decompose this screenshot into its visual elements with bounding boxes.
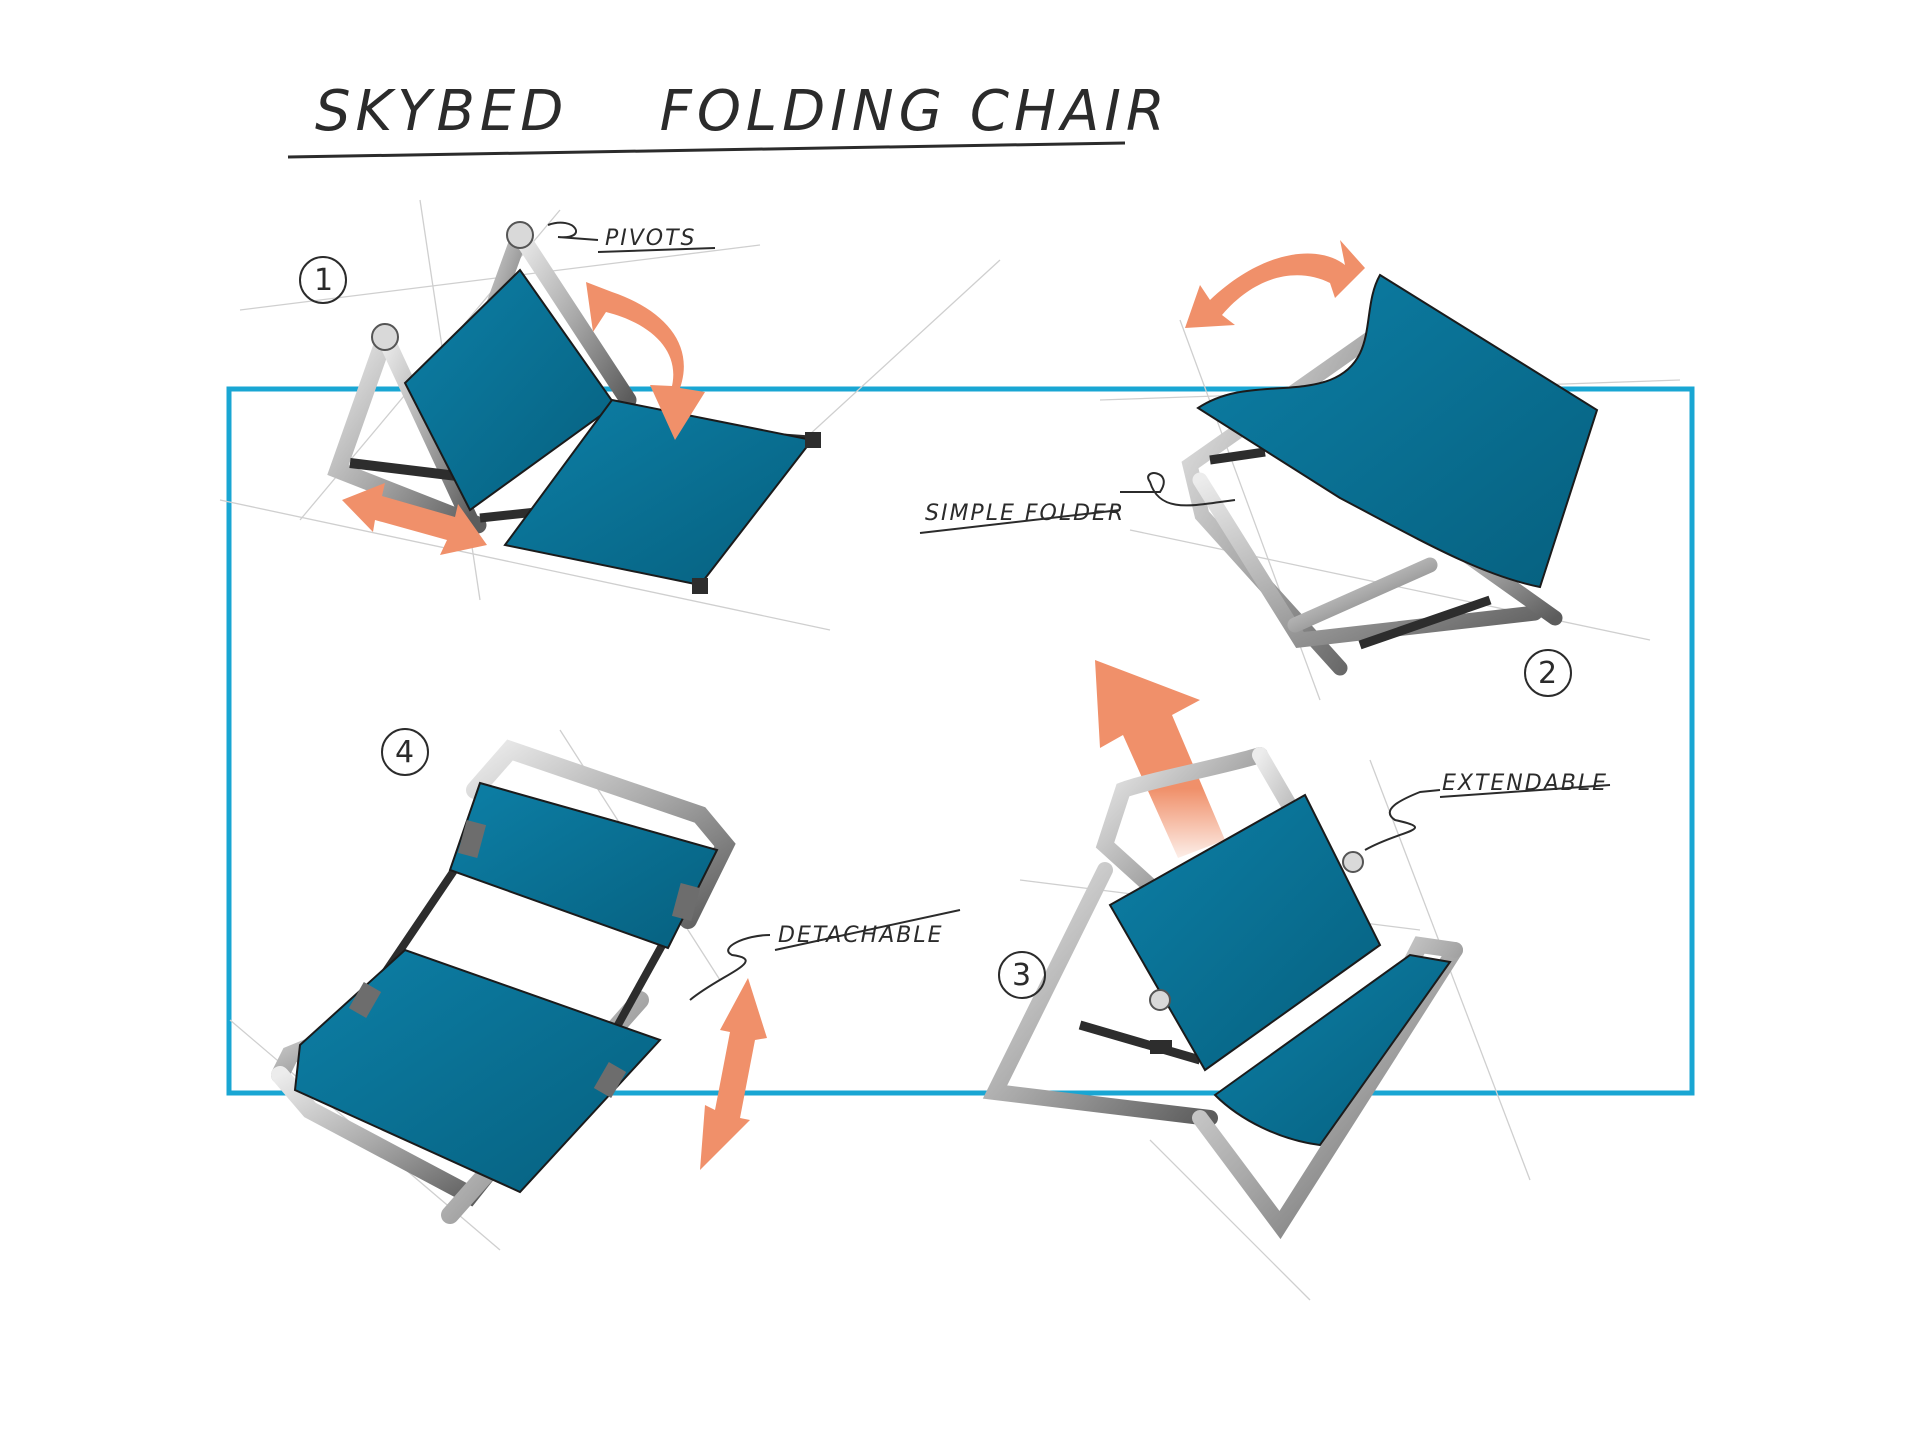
chair-1-sketch bbox=[327, 221, 821, 594]
chair-4-backrest bbox=[448, 781, 719, 950]
title-text: SKYBED FOLDING CHAIR bbox=[315, 79, 1170, 144]
chair-2-seat bbox=[1196, 273, 1599, 589]
slide-arrow-1 bbox=[342, 483, 487, 555]
step-2-label: 2 bbox=[1538, 656, 1559, 691]
vertical-arrow bbox=[700, 978, 767, 1170]
pivots-label: PIVOTS bbox=[605, 226, 697, 251]
step-4-circle bbox=[381, 728, 429, 776]
extend-arrow bbox=[1095, 660, 1225, 858]
step-1-circle bbox=[299, 256, 347, 304]
step-3-label: 3 bbox=[1012, 958, 1033, 993]
title-underline bbox=[287, 141, 1126, 159]
pivot-knob-lower bbox=[371, 323, 399, 351]
rotate-arrow-1 bbox=[586, 282, 705, 440]
chair-2-sketch bbox=[1181, 273, 1599, 676]
step-2-circle bbox=[1524, 649, 1572, 697]
chair-3-backrest bbox=[1108, 793, 1382, 1072]
highlight-box bbox=[226, 386, 1695, 1096]
extendable-label: EXTENDABLE bbox=[1442, 771, 1608, 796]
step-1-label: 1 bbox=[314, 263, 335, 298]
detachable-leader bbox=[689, 934, 771, 1001]
chair-4-seat bbox=[293, 948, 662, 1194]
rotate-arrow-2 bbox=[1185, 240, 1365, 328]
chair-3-sketch bbox=[982, 747, 1463, 1240]
chair-4-sketch bbox=[271, 739, 736, 1224]
chair-3-seat bbox=[1213, 953, 1452, 1147]
step-3-circle bbox=[998, 951, 1046, 999]
extendable-leader bbox=[1364, 789, 1441, 851]
sheet-title: SKYBED FOLDING CHAIR bbox=[287, 79, 1170, 159]
pivots-leader bbox=[547, 221, 599, 241]
pivot-knob-upper bbox=[506, 221, 534, 249]
step-4-label: 4 bbox=[395, 735, 416, 770]
simple-folder-leader bbox=[1120, 472, 1236, 507]
